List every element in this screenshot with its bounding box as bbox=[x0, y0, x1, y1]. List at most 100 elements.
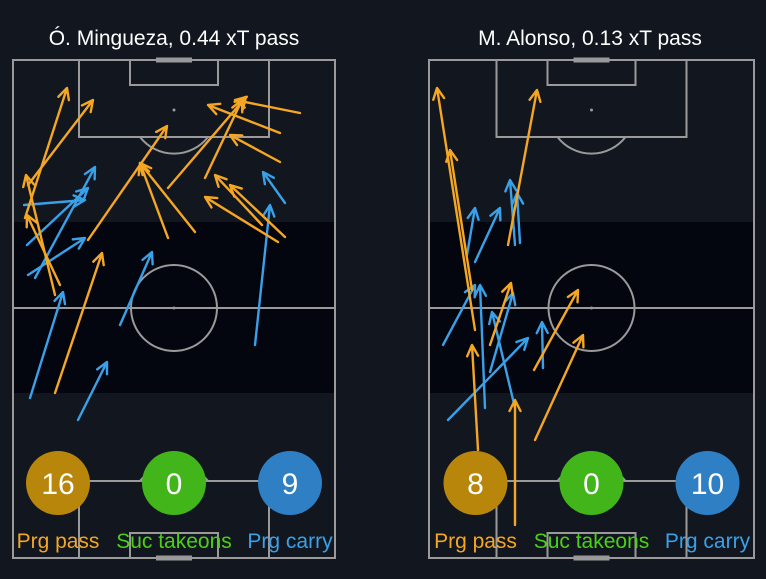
arrow-head bbox=[80, 98, 95, 114]
arrow-shaft bbox=[230, 185, 287, 239]
arrow-head bbox=[466, 206, 480, 221]
arrow-head bbox=[488, 310, 502, 326]
goal-area-top bbox=[129, 59, 219, 86]
stat-label: Suc takeons bbox=[534, 530, 650, 553]
arrow-head bbox=[231, 98, 244, 114]
arrow-shaft bbox=[532, 291, 578, 372]
arrow-head bbox=[92, 251, 105, 267]
arrow-head bbox=[95, 360, 109, 376]
arrow-shaft bbox=[33, 168, 95, 280]
pass-arrow bbox=[432, 86, 477, 332]
arrow-shaft bbox=[263, 173, 287, 205]
stat-label: Suc takeons bbox=[116, 530, 232, 553]
arrow-head bbox=[155, 124, 169, 140]
arrow-head bbox=[262, 203, 276, 218]
arrow-head bbox=[473, 283, 488, 298]
arrow-shaft bbox=[478, 286, 487, 410]
arrow-shaft bbox=[236, 99, 302, 115]
arrow-shaft bbox=[470, 346, 480, 452]
stat-value: 0 bbox=[166, 468, 183, 501]
arrow-shaft bbox=[140, 164, 197, 234]
arrow-shaft bbox=[86, 127, 167, 242]
arrow-shaft bbox=[23, 89, 68, 220]
pass-arrow bbox=[138, 161, 197, 234]
penalty-arc-top bbox=[139, 136, 209, 155]
carry-arrow bbox=[473, 206, 502, 264]
arrow-head bbox=[57, 86, 71, 102]
arrow-head bbox=[528, 88, 542, 104]
arrow-shaft bbox=[533, 336, 583, 442]
arrow-head bbox=[228, 133, 244, 147]
goal-area-top bbox=[546, 59, 637, 86]
stat-badge bbox=[443, 451, 508, 515]
arrow-shaft bbox=[139, 164, 170, 240]
pass-arrow bbox=[203, 195, 280, 244]
arrow-shaft bbox=[473, 209, 500, 264]
arrow-shaft bbox=[488, 284, 512, 347]
stat-value: 0 bbox=[583, 468, 600, 501]
penalty-spot-top bbox=[172, 108, 176, 112]
arrow-head bbox=[53, 290, 67, 306]
arrow-head bbox=[501, 281, 514, 297]
arrow-shaft bbox=[231, 135, 282, 164]
stat-badge bbox=[675, 451, 740, 515]
arrow-head bbox=[566, 288, 580, 304]
stat-value: 10 bbox=[691, 468, 724, 501]
arrow-shaft bbox=[488, 294, 514, 374]
arrow-head bbox=[432, 86, 446, 101]
center-spot bbox=[172, 306, 176, 310]
carry-arrow bbox=[76, 360, 109, 422]
arrow-shaft bbox=[540, 323, 545, 370]
carry-arrow bbox=[261, 170, 287, 205]
pass-arrow bbox=[206, 102, 282, 135]
stat-value: 16 bbox=[41, 468, 74, 501]
arrow-head bbox=[504, 178, 518, 193]
arrow-shaft bbox=[449, 151, 474, 292]
arrow-shaft bbox=[118, 253, 152, 327]
carry-arrow bbox=[33, 165, 97, 280]
stat-badge bbox=[142, 451, 206, 515]
penalty-arc-top bbox=[556, 136, 627, 155]
arrow-head bbox=[445, 148, 459, 163]
arrow-head bbox=[489, 206, 502, 222]
arrow-shaft bbox=[253, 206, 271, 347]
arrow-head bbox=[515, 336, 530, 351]
arrow-head bbox=[72, 194, 87, 208]
arrow-head bbox=[206, 102, 222, 116]
arrow-shaft bbox=[491, 313, 517, 410]
stat-badge bbox=[258, 451, 322, 515]
penalty-spot-top bbox=[590, 108, 593, 112]
pass-arrow bbox=[26, 98, 95, 187]
stat-label: Prg carry bbox=[665, 530, 751, 553]
arrow-shaft bbox=[215, 175, 264, 227]
pass-arrow bbox=[445, 148, 474, 292]
arrow-shaft bbox=[446, 338, 528, 422]
arrow-head bbox=[71, 236, 87, 250]
arrow-shaft bbox=[506, 91, 538, 247]
pass-arrow bbox=[508, 398, 522, 527]
stat-label: Prg pass bbox=[434, 530, 517, 553]
chart-title: Ó. Mingueza, 0.44 xT pass bbox=[49, 27, 300, 50]
center-circle bbox=[130, 264, 218, 352]
pass-arrow bbox=[86, 124, 169, 242]
arrow-shaft bbox=[441, 286, 475, 347]
arrow-shaft bbox=[436, 89, 477, 332]
arrow-head bbox=[83, 165, 97, 181]
stat-value: 8 bbox=[467, 468, 484, 501]
arrow-head bbox=[508, 398, 522, 413]
arrow-shaft bbox=[465, 209, 476, 257]
pass-arrow bbox=[23, 86, 71, 220]
pass-arrow bbox=[233, 95, 302, 115]
stat-label: Prg pass bbox=[17, 530, 100, 553]
arrow-head bbox=[75, 186, 90, 201]
arrow-shaft bbox=[76, 363, 107, 422]
